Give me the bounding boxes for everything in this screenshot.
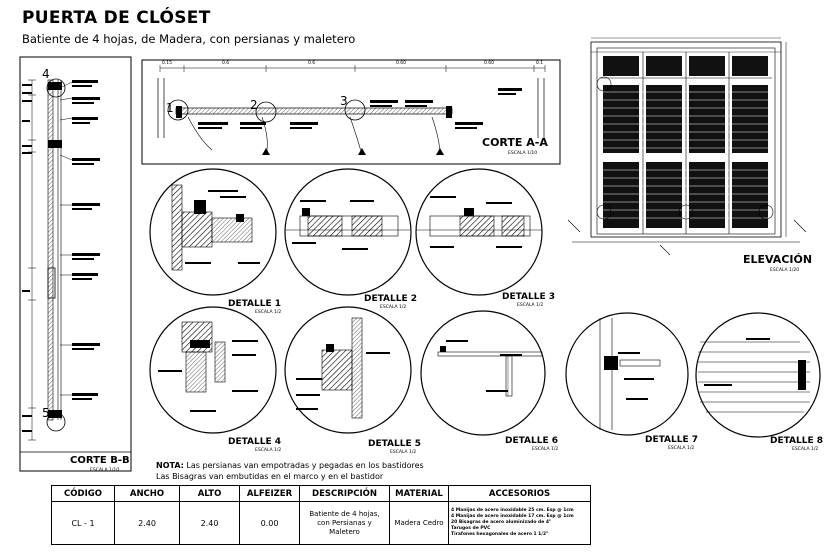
detail-5-drawing: [284, 306, 412, 434]
accessory-item: Tirafones hexagonales de acero 1 1/2": [451, 532, 549, 537]
cell-material: Madera Cedro: [389, 501, 449, 545]
detail-4-drawing: [149, 306, 277, 434]
drawing-subtitle: Batiente de 4 hojas, de Madera, con pers…: [22, 32, 356, 46]
elevation-label: ELEVACIÓN: [743, 253, 813, 266]
note-prefix: NOTA:: [156, 461, 184, 470]
detail-6-scale: ESCALA 1/2: [532, 447, 559, 452]
dim-aa-2: 0.6: [222, 61, 230, 66]
corte-aa-scale: ESCALA 1/10: [508, 151, 538, 156]
header-codigo: CÓDIGO: [51, 485, 115, 502]
cell-alto: 2.40: [179, 501, 240, 545]
table-row: CL - 1 2.40 2.40 0.00 Batiente de 4 hoja…: [51, 501, 591, 545]
callout-marker-4: 4: [42, 67, 50, 81]
detail-8-drawing: [695, 312, 821, 438]
detail-8-scale: ESCALA 1/2: [792, 447, 819, 452]
detail-3-scale: ESCALA 1/2: [517, 303, 544, 308]
cell-codigo: CL - 1: [51, 501, 115, 545]
detail-5-label: DETALLE 5: [368, 439, 422, 449]
cell-ancho: 2.40: [114, 501, 180, 545]
corte-aa-label: CORTE A-A: [482, 136, 548, 149]
note-line-1: Las persianas van empotradas y pegadas e…: [183, 461, 424, 470]
accessory-item: 20 Bisagras de acero aluminizado de 4": [451, 520, 552, 525]
accessory-item: Tarugos de PVC: [451, 526, 491, 531]
detail-7-drawing: [565, 312, 689, 436]
door-spec-table: CÓDIGO ANCHO ALTO ALFEIZER DESCRIPCIÓN M…: [51, 485, 591, 545]
header-descripcion: DESCRIPCIÓN: [299, 485, 390, 502]
note-block: NOTA: Las persianas van empotradas y peg…: [156, 460, 424, 482]
header-material: MATERIAL: [389, 485, 449, 502]
detail-4-label: DETALLE 4: [228, 437, 282, 447]
callout-marker-5: 5: [42, 406, 50, 420]
elevation-view: [567, 37, 807, 256]
drawing-title: PUERTA DE CLÓSET: [22, 8, 211, 28]
detail-6-label: DETALLE 6: [505, 436, 559, 446]
detail-2-scale: ESCALA 1/2: [380, 305, 407, 310]
detail-3-drawing: [415, 168, 543, 296]
detail-3-label: DETALLE 3: [502, 292, 556, 302]
corte-bb-label: CORTE B-B: [70, 455, 130, 466]
detail-4-scale: ESCALA 1/2: [255, 448, 282, 453]
header-accesorios: ACCESORIOS: [448, 485, 591, 502]
detail-1-label: DETALLE 1: [228, 299, 282, 309]
cell-alfeizer: 0.00: [239, 501, 300, 545]
accessory-item: 4 Manijas de acero inoxidable 25 cm. Esp…: [451, 508, 574, 513]
dim-aa-5: 0.60: [484, 61, 495, 66]
callout-marker-3: 3: [340, 94, 348, 108]
detail-7-scale: ESCALA 1/2: [668, 446, 695, 451]
dim-aa-6: 0.1: [536, 61, 544, 66]
header-alto: ALTO: [179, 485, 240, 502]
table-header-row: CÓDIGO ANCHO ALTO ALFEIZER DESCRIPCIÓN M…: [51, 485, 591, 502]
corte-bb-view: [19, 56, 132, 472]
dim-aa-3: 0.6: [308, 61, 316, 66]
corte-aa-view: [141, 59, 561, 165]
detail-6-drawing: [420, 310, 546, 436]
header-ancho: ANCHO: [114, 485, 180, 502]
detail-7-label: DETALLE 7: [645, 435, 699, 445]
detail-5-scale: ESCALA 1/2: [390, 450, 417, 455]
callout-marker-1: 1: [166, 101, 174, 115]
elevation-scale: ESCALA 1/20: [770, 268, 800, 273]
detail-2-drawing: [284, 168, 412, 296]
detail-1-scale: ESCALA 1/2: [255, 310, 282, 315]
detail-2-label: DETALLE 2: [364, 294, 418, 304]
cell-descripcion: Batiente de 4 hojas, con Persianas y Mal…: [299, 501, 390, 545]
note-line-2: Las Bisagras van embutidas en el marco y…: [156, 472, 384, 481]
cell-accesorios: 4 Manijas de acero inoxidable 25 cm. Esp…: [448, 501, 591, 545]
header-alfeizer: ALFEIZER: [239, 485, 300, 502]
detail-8-label: DETALLE 8: [770, 436, 824, 446]
accessory-item: 4 Manijas de acero inoxidable 17 cm. Esp…: [451, 514, 574, 519]
detail-1-drawing: [149, 168, 277, 296]
dim-aa-4: 0.60: [396, 61, 407, 66]
callout-marker-2: 2: [250, 98, 258, 112]
dim-aa-1: 0.15: [162, 61, 173, 66]
corte-bb-scale: ESCALA 1/10: [90, 468, 120, 473]
